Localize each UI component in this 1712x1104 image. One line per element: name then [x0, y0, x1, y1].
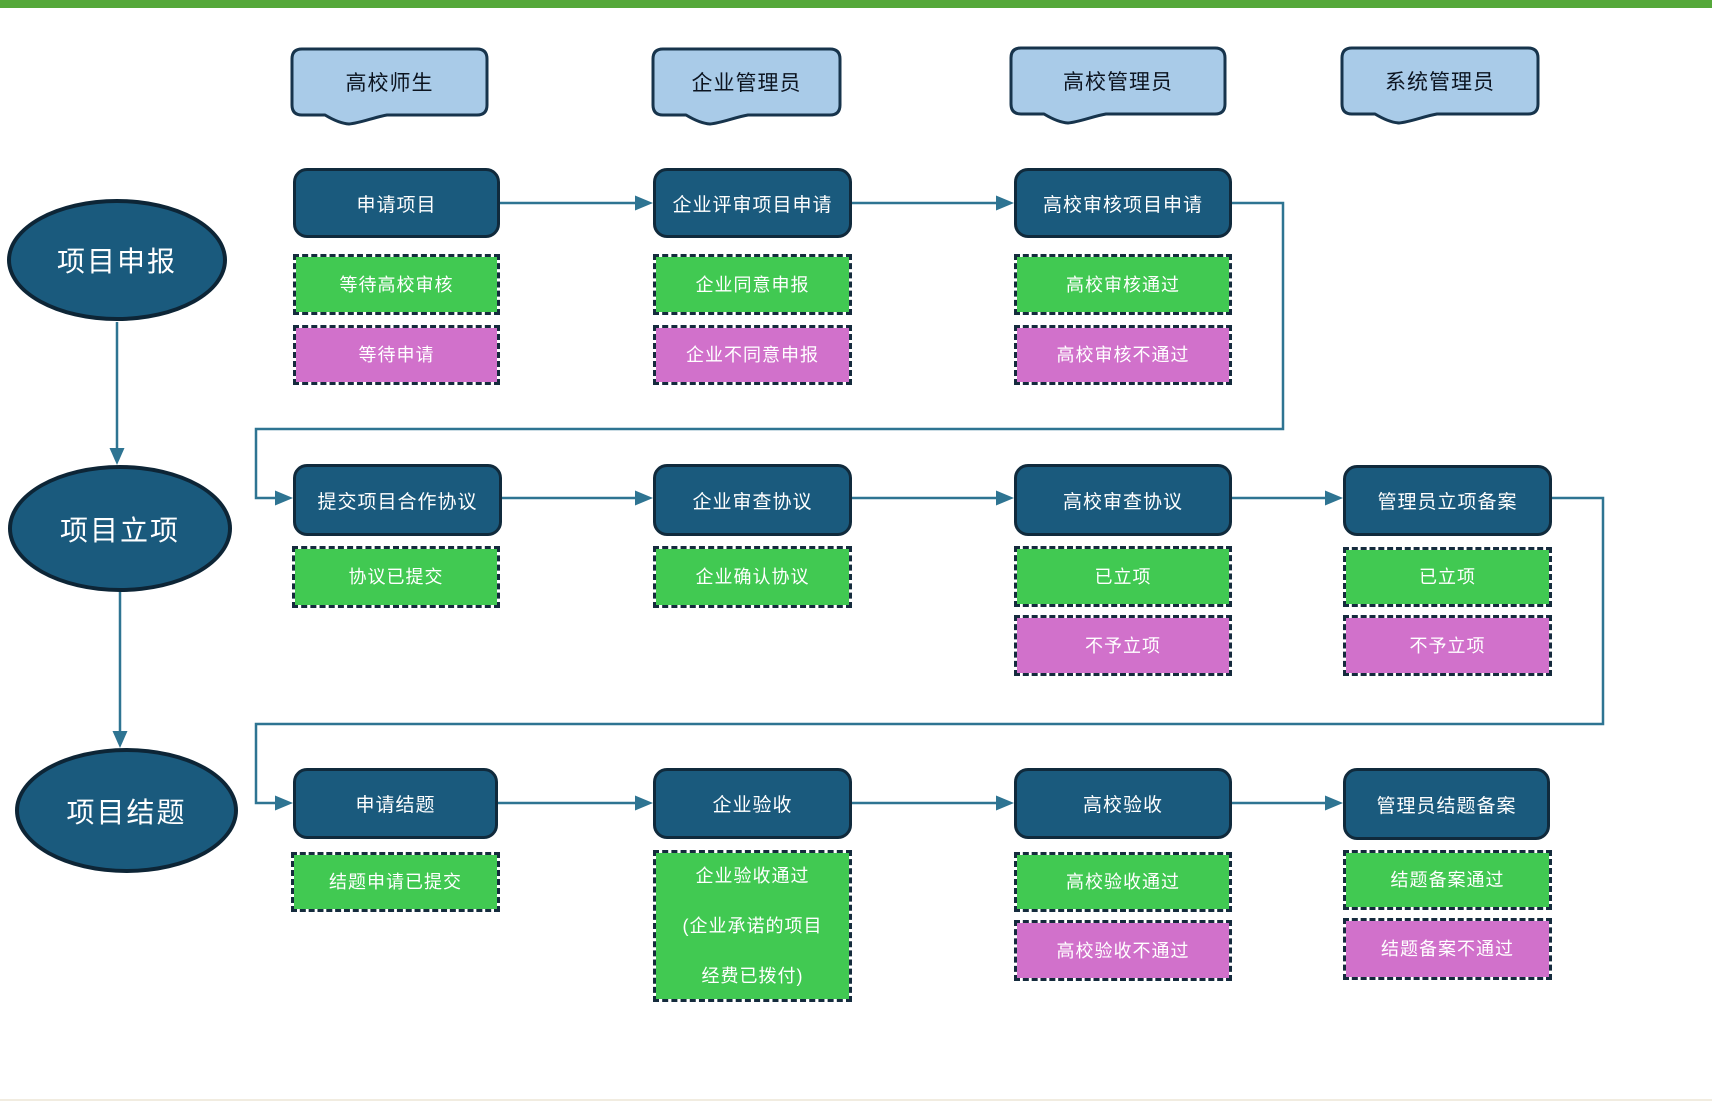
status-badge-waiting-apply: 等待申请	[293, 325, 500, 385]
status-text: 协议已提交	[348, 567, 444, 587]
status-badge-enterprise-disagree: 企业不同意申报	[653, 325, 852, 385]
status-text: 不予立项	[1085, 635, 1161, 656]
phase-label: 项目申报	[56, 246, 177, 277]
step-box-enterprise-review-application: 企业评审项目申请	[653, 168, 852, 238]
role-header-system-admin: 系统管理员	[1342, 48, 1538, 114]
phase-ellipse-conclusion: 项目结题	[15, 748, 238, 873]
step-box-apply-conclusion: 申请结题	[293, 768, 498, 839]
step-label: 管理员立项备案	[1377, 492, 1518, 513]
step-label: 高校审核项目申请	[1042, 194, 1203, 216]
status-badge-university-review-pass: 高校审核通过	[1014, 254, 1232, 315]
status-badge-filing-approved: 已立项	[1343, 547, 1552, 607]
status-text: 已立项	[1094, 566, 1152, 587]
step-label: 企业评审项目申请	[672, 194, 833, 216]
role-banner-2	[651, 47, 842, 126]
role-header-enterprise-admin: 企业管理员	[653, 49, 840, 115]
step-box-enterprise-check-agreement: 企业审查协议	[653, 464, 852, 536]
arrow-heads	[109, 195, 1343, 811]
status-badge-enterprise-agree: 企业同意申报	[653, 254, 852, 315]
status-badge-project-not-approved: 不予立项	[1014, 615, 1232, 676]
status-text: 结题备案不通过	[1381, 939, 1514, 959]
status-badge-university-acceptance-fail: 高校验收不通过	[1014, 920, 1232, 981]
status-text: 企业不同意申报	[686, 345, 819, 365]
step-label: 提交项目合作协议	[317, 491, 478, 513]
step-label: 高校验收	[1082, 795, 1163, 816]
step-label: 管理员结题备案	[1376, 795, 1517, 817]
status-text: 高校审核通过	[1066, 274, 1180, 295]
status-text: 企业确认协议	[695, 567, 810, 587]
status-badge-filing-not-approved: 不予立项	[1343, 615, 1552, 676]
status-text: 结题申请已提交	[329, 872, 462, 892]
status-text: 不予立项	[1409, 635, 1486, 656]
step-box-admin-approval-filing: 管理员立项备案	[1343, 465, 1552, 536]
step-box-university-review-application: 高校审核项目申请	[1014, 168, 1232, 238]
status-text: 高校审核不通过	[1056, 345, 1190, 365]
status-badge-conclusion-submitted: 结题申请已提交	[291, 852, 500, 912]
status-badge-conclusion-filing-pass: 结题备案通过	[1343, 850, 1552, 910]
step-label: 高校审查协议	[1062, 491, 1183, 513]
status-badge-enterprise-confirm-agreement: 企业确认协议	[653, 546, 852, 608]
status-text: 等待高校审核	[339, 274, 454, 295]
phase-label: 项目结题	[66, 796, 187, 828]
status-text: 高校验收不通过	[1056, 940, 1190, 961]
step-box-university-check-agreement: 高校审查协议	[1014, 464, 1232, 536]
status-text: 企业同意申报	[695, 274, 810, 295]
status-text: 等待申请	[358, 345, 435, 365]
role-banner-3	[1009, 46, 1227, 125]
step-label: 企业审查协议	[692, 491, 813, 513]
step-box-enterprise-acceptance: 企业验收	[653, 768, 852, 839]
step-label: 申请项目	[356, 194, 437, 216]
top-accent-bar	[0, 0, 1712, 8]
role-header-university-admin: 高校管理员	[1011, 48, 1225, 114]
role-banner-1	[290, 47, 489, 126]
role-label: 高校师生	[345, 72, 434, 95]
bottom-divider	[0, 1099, 1712, 1101]
step-label: 申请结题	[355, 795, 436, 816]
step-box-university-acceptance: 高校验收	[1014, 768, 1232, 839]
role-label: 系统管理员	[1385, 71, 1495, 94]
phase-ellipse-approval: 项目立项	[8, 465, 232, 592]
status-text: 已立项	[1419, 567, 1476, 587]
status-badge-university-acceptance-pass: 高校验收通过	[1014, 852, 1232, 912]
role-label: 企业管理员	[691, 72, 802, 95]
status-text: 企业验收通过 (企业承诺的项目 经费已拨付)	[682, 866, 823, 986]
step-label: 企业验收	[712, 795, 793, 816]
role-banner-4	[1340, 46, 1540, 125]
step-box-admin-conclusion-filing: 管理员结题备案	[1343, 768, 1550, 840]
status-badge-waiting-university-review: 等待高校审核	[293, 254, 500, 315]
role-banner-shapes	[290, 46, 1540, 126]
status-text: 结题备案通过	[1390, 870, 1505, 890]
step-box-apply-project: 申请项目	[293, 168, 500, 238]
status-badge-project-approved: 已立项	[1014, 546, 1232, 607]
status-badge-university-review-fail: 高校审核不通过	[1014, 325, 1232, 385]
flow-arrows	[115, 201, 1605, 805]
status-text: 高校验收通过	[1066, 872, 1180, 892]
role-label: 高校管理员	[1063, 71, 1173, 94]
status-badge-conclusion-filing-fail: 结题备案不通过	[1343, 918, 1552, 980]
status-badge-enterprise-acceptance-pass: 企业验收通过 (企业承诺的项目 经费已拨付)	[653, 850, 852, 1002]
role-header-teachers: 高校师生	[292, 49, 487, 115]
step-box-submit-agreement: 提交项目合作协议	[293, 464, 502, 536]
phase-ellipse-declaration: 项目申报	[7, 199, 227, 321]
phase-label: 项目立项	[59, 514, 180, 546]
status-badge-agreement-submitted: 协议已提交	[292, 546, 500, 608]
